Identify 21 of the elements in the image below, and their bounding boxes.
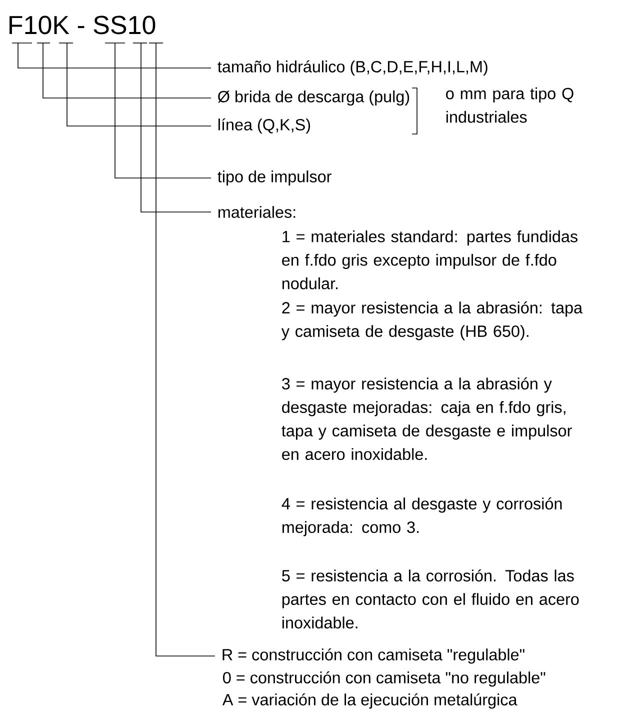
leader-text: Ø brida de descarga (pulg)	[218, 90, 410, 106]
leader-line	[18, 42, 212, 68]
leader-text: línea (Q,K,S)	[218, 118, 310, 134]
material-item: 2 = mayor resistencia a la abrasión: tapa y camiseta de desgaste (HB 650).	[281, 301, 583, 340]
material-item: 4 = resistencia al desgaste y corrosión mejorada: como 3.	[282, 497, 562, 536]
leader-text: tamaño hidráulico (B,C,D,E,F,H,I,L,M)	[218, 60, 488, 76]
code-option: A = variación de la ejecución metalúrgica	[222, 693, 518, 709]
leader-line	[66, 42, 212, 126]
note-text: o mm para tipo Q industriales	[446, 87, 574, 123]
material-item: 3 = mayor resistencia a la abrasión y desgaste mejoradas: caja en f.fdo gris, tapa y camiseta de desgaste e impulsor en acero inoxidable.	[282, 377, 572, 460]
leader-text: materiales:	[218, 206, 296, 218]
leader-text: R = construcción con camiseta "regulable"	[222, 648, 524, 664]
material-item: 1 = materiales standard: partes fundidas en f.fdo gris excepto impulsor de f.fdo nodular.	[282, 230, 578, 290]
leader-line	[156, 42, 216, 656]
code-text: F10K - SS10	[10, 16, 156, 34]
leader-line	[140, 42, 212, 212]
leader-line	[42, 42, 212, 98]
code-option: 0 = construcción con camiseta "no regulable"	[223, 671, 546, 687]
leader-text: tipo de impulsor	[218, 170, 332, 186]
leader-line	[114, 42, 212, 178]
material-item: 5 = resistencia a la corrosión. Todas las partes en contacto con el fluido en acero inoxidable.	[282, 569, 579, 628]
